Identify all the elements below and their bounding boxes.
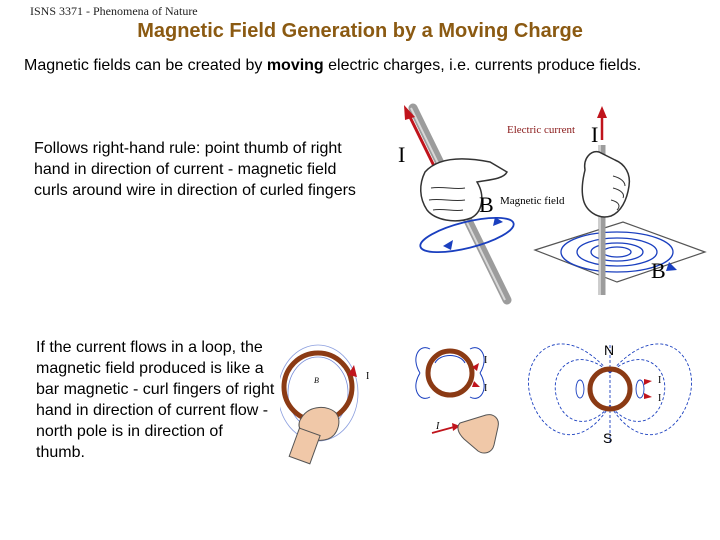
plane (533, 221, 707, 283)
loop-right (587, 366, 633, 412)
loop-middle (425, 348, 475, 398)
loop-left-b: B (314, 376, 319, 385)
hand-right-icon (581, 150, 631, 218)
hand-i: I (435, 421, 440, 432)
hand-current-arrow (431, 426, 455, 434)
right-hand-rule-text: Follows right-hand rule: point thumb of … (34, 140, 356, 199)
intro-emphasis: moving (266, 57, 324, 74)
straight-wire-figure: I B Magnetic field Electric current I B (398, 103, 707, 305)
field-loop-left (419, 216, 515, 254)
loop-middle-i-top: I (484, 355, 487, 366)
intro-text-after: electric charges, i.e. currents produce … (323, 57, 642, 74)
course-label: ISNS 3371 - Phenomena of Nature (30, 4, 198, 18)
current-arrow (406, 112, 437, 169)
intro-text-before: Magnetic fields can be created by (24, 57, 267, 74)
intro-paragraph: Magnetic fields can be created by moving… (24, 55, 704, 76)
current-label: Electric current (507, 124, 575, 136)
loop-right-i-bottom: I (658, 393, 661, 404)
current-loop-figure: B I I I I N S I I (280, 342, 692, 465)
loop-right-i-top: I (658, 375, 661, 386)
current-loop-text: If the current flows in a loop, the magn… (36, 339, 275, 461)
loop-middle-i-bottom: I (484, 383, 487, 394)
hand-pinch-icon (457, 414, 499, 454)
field-symbol-right: B (651, 258, 666, 283)
north-pole: N (604, 342, 614, 358)
current-symbol-left: I (398, 142, 405, 167)
hand-left-icon (420, 158, 508, 222)
loop-left-i: I (366, 371, 369, 382)
field-symbol-left: B (479, 192, 494, 217)
current-symbol-right: I (591, 122, 598, 147)
field-label: Magnetic field (500, 195, 565, 207)
south-pole: S (603, 430, 612, 446)
slide-title: Magnetic Field Generation by a Moving Ch… (137, 20, 583, 42)
